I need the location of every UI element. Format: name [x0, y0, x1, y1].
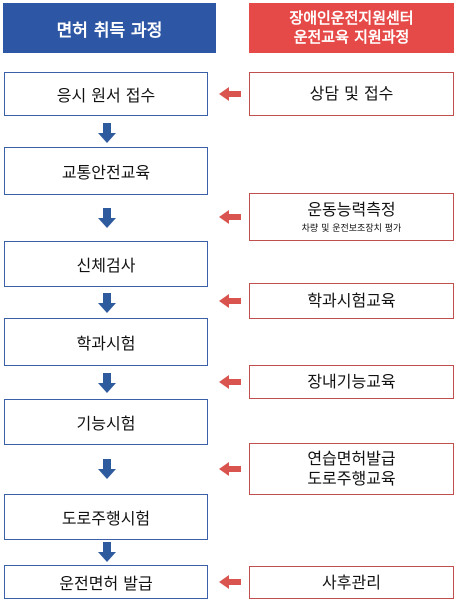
support-written-education: 학과시험교육: [249, 283, 454, 319]
left-arrow-icon: [219, 294, 241, 308]
support-road-training-line2: 도로주행교육: [307, 469, 396, 488]
down-arrow-icon: [98, 293, 116, 313]
support-consultation-label: 상담 및 접수: [309, 84, 394, 103]
step-traffic-safety-education: 교통안전교육: [4, 147, 208, 195]
header-support-center: 장애인운전지원센터 운전교육 지원과정: [249, 3, 454, 53]
header-right-line2: 운전교육 지원과정: [293, 28, 410, 46]
step-application: 응시 원서 접수: [4, 72, 208, 116]
down-arrow-icon: [98, 373, 116, 393]
left-arrow-icon: [219, 375, 241, 389]
down-arrow-icon: [98, 123, 116, 143]
left-arrow-icon: [219, 462, 241, 476]
support-motor-assessment-label: 운동능력측정: [307, 199, 396, 219]
step-road-test: 도로주행시험: [4, 494, 208, 540]
header-right-line1: 장애인운전지원센터: [289, 9, 414, 27]
support-motor-assessment: 운동능력측정 차량 및 운전보조장치 평가: [249, 193, 454, 241]
step-skill-test: 기능시험: [4, 399, 208, 445]
support-course-training: 장내기능교육: [249, 365, 454, 399]
support-motor-assessment-sub: 차량 및 운전보조장치 평가: [301, 223, 402, 234]
down-arrow-icon: [98, 542, 116, 562]
support-consultation: 상담 및 접수: [249, 72, 454, 116]
step-physical-exam: 신체검사: [4, 241, 208, 287]
support-road-training: 연습면허발급 도로주행교육: [249, 443, 454, 495]
support-road-training-line1: 연습면허발급: [307, 449, 396, 468]
support-follow-up-label: 사후관리: [322, 572, 381, 592]
step-written-test: 학과시험: [4, 318, 208, 366]
header-license-process: 면허 취득 과정: [3, 3, 216, 53]
step-license-issued: 운전면허 발급: [4, 565, 208, 599]
support-follow-up: 사후관리: [249, 566, 454, 599]
down-arrow-icon: [98, 208, 116, 228]
left-arrow-icon: [219, 210, 241, 224]
support-written-education-label: 학과시험교육: [307, 291, 396, 310]
left-arrow-icon: [219, 575, 241, 589]
down-arrow-icon: [98, 459, 116, 479]
support-course-training-label: 장내기능교육: [307, 372, 396, 391]
left-arrow-icon: [219, 87, 241, 101]
